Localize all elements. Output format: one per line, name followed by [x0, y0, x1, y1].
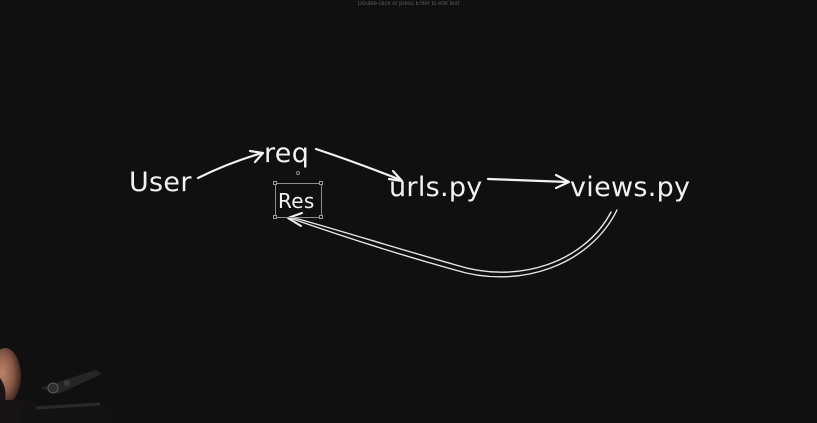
node-user[interactable]: User [129, 167, 192, 198]
resize-handle-top-left[interactable] [273, 181, 277, 185]
webcam-overlay [0, 338, 110, 423]
resize-handle-top-right[interactable] [319, 181, 323, 185]
node-views-py[interactable]: views.py [570, 172, 691, 203]
arrow-views-to-res[interactable] [287, 209, 618, 278]
camera-icon [0, 348, 110, 423]
node-req[interactable]: req [264, 138, 310, 169]
edit-hint-text: Double-click or press Enter to edit text [357, 1, 460, 7]
arrow-req-to-urls[interactable] [314, 147, 404, 183]
rotate-handle[interactable] [296, 171, 300, 175]
resize-handle-bottom-right[interactable] [319, 215, 323, 219]
node-res[interactable]: Res [278, 189, 315, 213]
resize-handle-bottom-left[interactable] [273, 215, 277, 219]
selection-box[interactable] [275, 183, 322, 218]
arrow-urls-to-views[interactable] [486, 173, 571, 190]
arrow-user-to-req[interactable] [196, 149, 265, 180]
node-urls-py[interactable]: urls.py [389, 172, 483, 203]
